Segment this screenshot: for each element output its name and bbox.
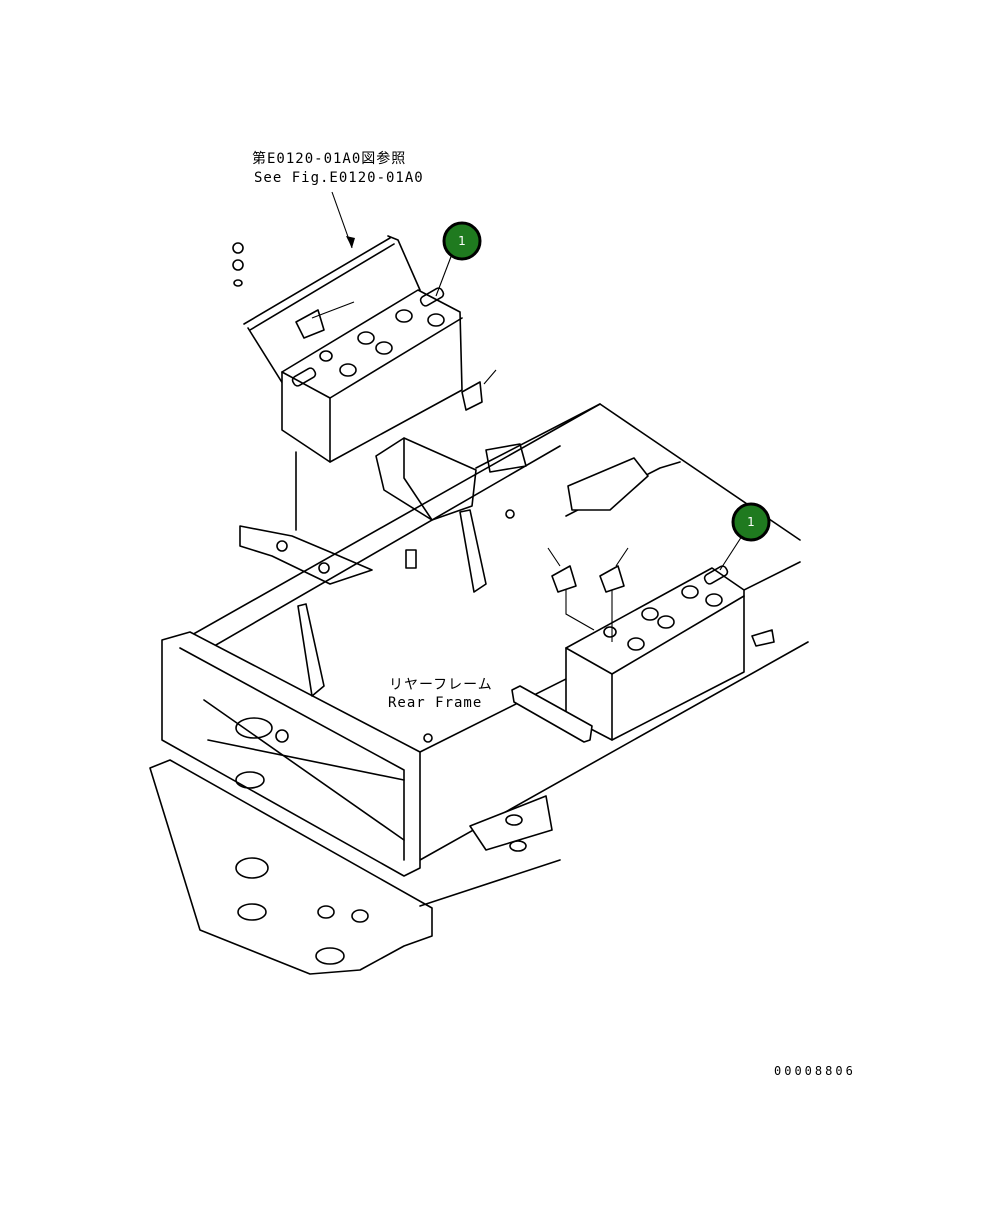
battery-upper [281,287,483,463]
battery-tray-upper [295,403,601,531]
lower-mount [149,759,433,975]
nut-2 [232,259,244,271]
rear-end-plate [161,631,421,877]
frame-label-jp: リヤーフレーム [389,677,493,693]
hold-down-rod [243,237,391,325]
nut-1 [232,242,244,254]
terminal-clamp-right [461,381,483,411]
callout-1-lower-label: 1 [747,515,755,529]
terminal-clamp-lower-2 [599,565,625,593]
reference-arrowhead [346,236,355,248]
figure-number: 00008806 [774,1064,856,1078]
callout-1-upper-label: 1 [458,234,466,248]
reference-note-en: See Fig.E0120-01A0 [254,170,424,186]
washer [233,279,243,287]
callout-1-lower[interactable]: 1 [719,502,771,571]
reference-note-jp: 第E0120-01A0図参照 [252,150,406,167]
rear-frame [149,403,809,975]
frame-label: リヤーフレーム Rear Frame [388,677,493,711]
frame-label-en: Rear Frame [388,695,482,711]
terminal-clamp-upper [295,309,325,339]
reference-note: 第E0120-01A0図参照 See Fig.E0120-01A0 [252,150,424,249]
support-bracket-left [239,525,417,585]
terminal-clamp-lower-1 [551,565,577,593]
battery-lower [511,547,775,743]
callout-1-upper[interactable]: 1 [435,221,482,297]
